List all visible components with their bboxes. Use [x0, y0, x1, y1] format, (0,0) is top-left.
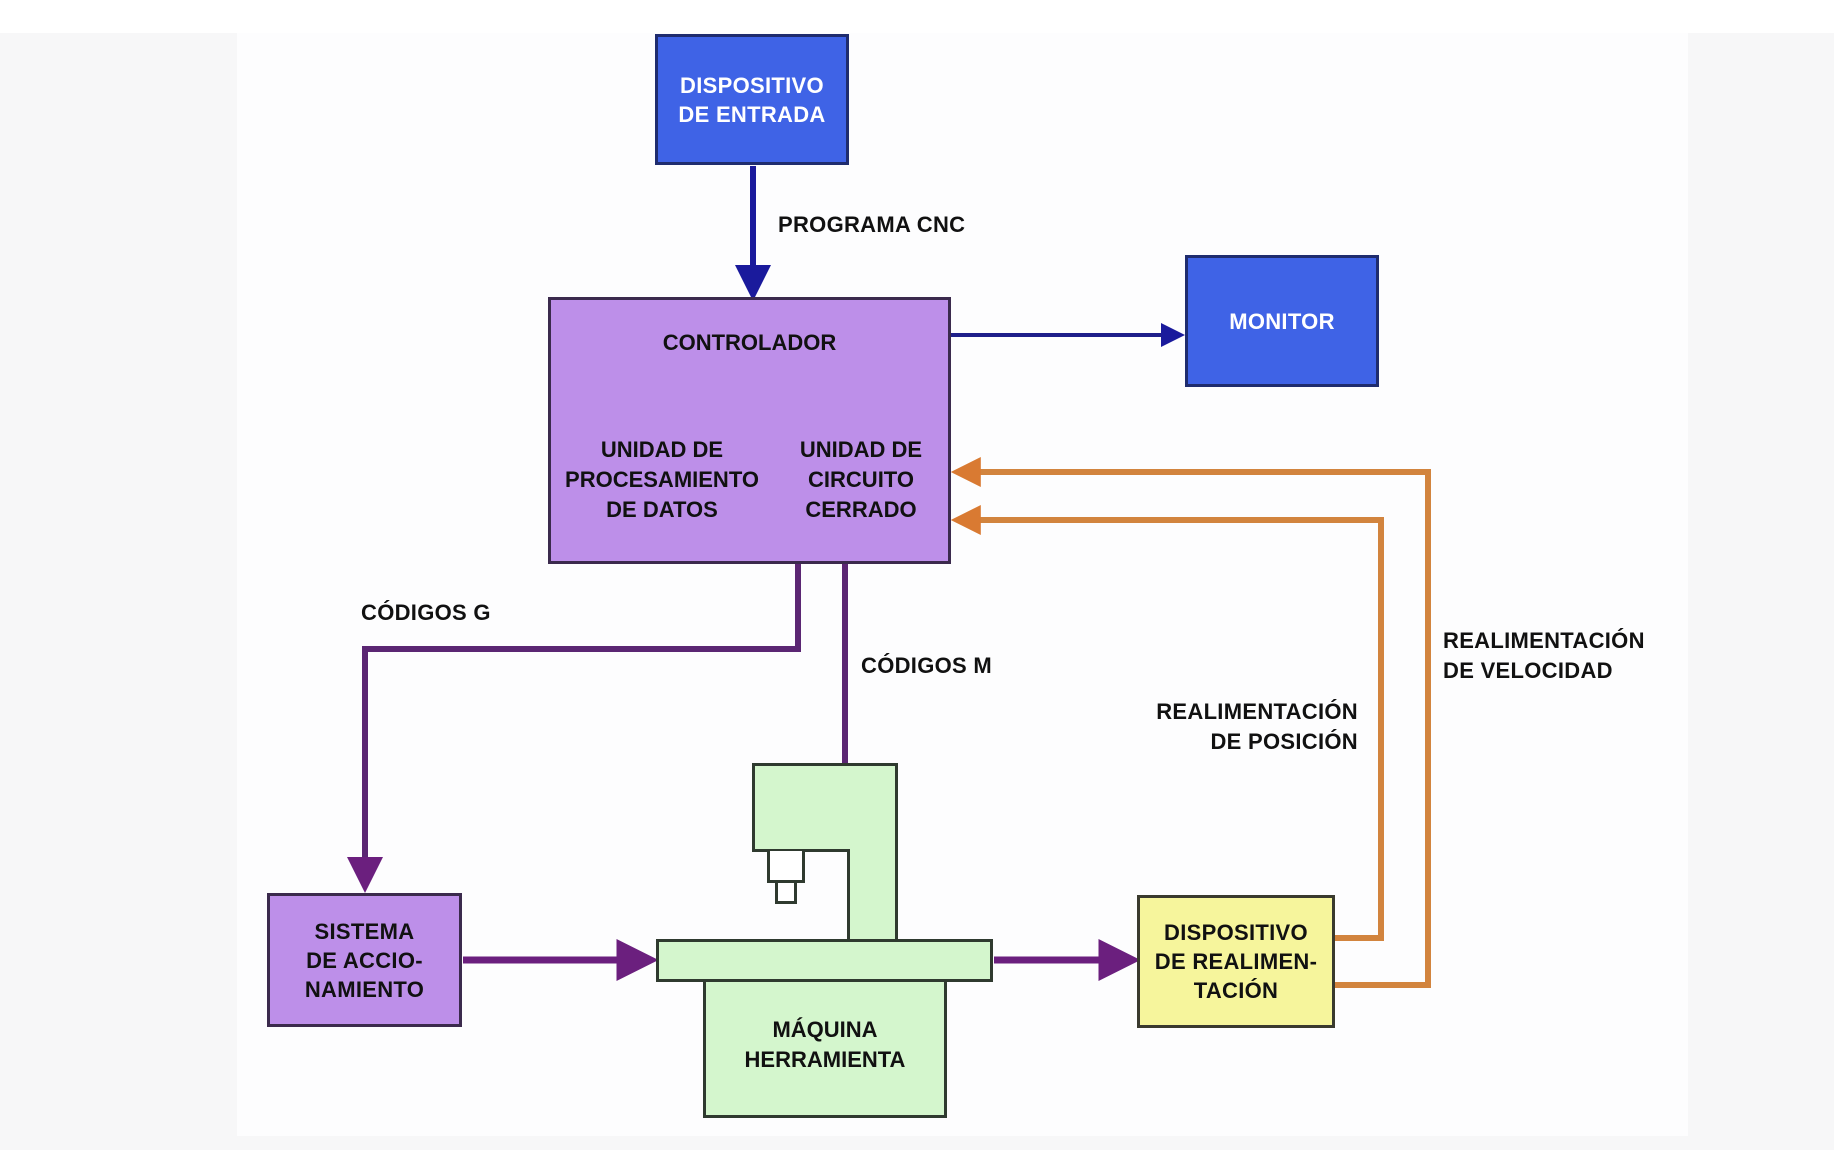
closed-loop-unit-line3: CERRADO	[805, 497, 917, 522]
machine-tool-line2: HERRAMIENTA	[744, 1047, 906, 1072]
input-device-label-line2: DE ENTRADA	[678, 101, 826, 127]
label-m-codes: CÓDIGOS M	[861, 653, 993, 678]
edge-position-feedback	[950, 505, 1384, 941]
controller-title: CONTROLADOR	[548, 318, 951, 368]
label-cnc-program: PROGRAMA CNC	[778, 212, 966, 237]
machine-base	[703, 978, 947, 1118]
input-device-label-line1: DISPOSITIVO	[680, 72, 824, 98]
closed-loop-unit-line1: UNIDAD DE	[799, 437, 923, 462]
feedback-device-box[interactable]: DISPOSITIVO DE REALIMEN- TACIÓN	[1137, 895, 1335, 1028]
feedback-device-line2: DE REALIMEN-	[1154, 949, 1318, 974]
controller-title-text: CONTROLADOR	[662, 330, 837, 355]
drive-system-line2: DE ACCIO-	[306, 947, 423, 973]
machine-tool-line1: MÁQUINA	[772, 1017, 878, 1042]
label-g-codes: CÓDIGOS G	[361, 600, 491, 625]
data-processing-unit-line1: UNIDAD DE	[600, 437, 724, 462]
feedback-device-line1: DISPOSITIVO	[1164, 920, 1308, 945]
label-velocity-feedback-line2: DE VELOCIDAD	[1443, 658, 1613, 683]
drive-system-line1: SISTEMA	[314, 918, 415, 944]
data-processing-unit-line2: PROCESAMIENTO	[565, 467, 759, 492]
top-band	[0, 0, 1834, 33]
machine-head	[752, 763, 898, 852]
drive-system-box[interactable]: SISTEMA DE ACCIO- NAMIENTO	[267, 893, 462, 1027]
data-processing-unit-line3: DE DATOS	[606, 497, 718, 522]
spindle-icon	[767, 851, 805, 883]
closed-loop-unit-line2: CIRCUITO	[808, 467, 914, 492]
edge-g-codes	[347, 564, 801, 893]
label-position-feedback-line2: DE POSICIÓN	[1210, 729, 1358, 754]
feedback-device-line3: TACIÓN	[1193, 978, 1279, 1003]
closed-loop-unit[interactable]: UNIDAD DE CIRCUITO CERRADO	[775, 430, 947, 530]
machine-tool-label: MÁQUINA HERRAMIENTA	[703, 1010, 947, 1080]
label-velocity-feedback: REALIMENTACIÓN DE VELOCIDAD	[1443, 626, 1645, 686]
tool-icon	[775, 880, 797, 904]
data-processing-unit[interactable]: UNIDAD DE PROCESAMIENTO DE DATOS	[551, 430, 773, 530]
drive-system-line3: NAMIENTO	[304, 976, 425, 1002]
input-device-box[interactable]: DISPOSITIVO DE ENTRADA	[655, 34, 849, 165]
monitor-label: MONITOR	[1229, 308, 1335, 334]
machine-column	[847, 848, 898, 944]
monitor-box[interactable]: MONITOR	[1185, 255, 1379, 387]
label-position-feedback-line1: REALIMENTACIÓN	[1156, 699, 1358, 724]
label-velocity-feedback-line1: REALIMENTACIÓN	[1443, 628, 1645, 653]
label-position-feedback: REALIMENTACIÓN DE POSICIÓN	[1100, 697, 1358, 757]
machine-column-joint	[850, 848, 895, 854]
controller-box[interactable]	[548, 297, 951, 564]
edge-velocity-feedback	[950, 457, 1431, 988]
machine-table	[656, 939, 993, 982]
